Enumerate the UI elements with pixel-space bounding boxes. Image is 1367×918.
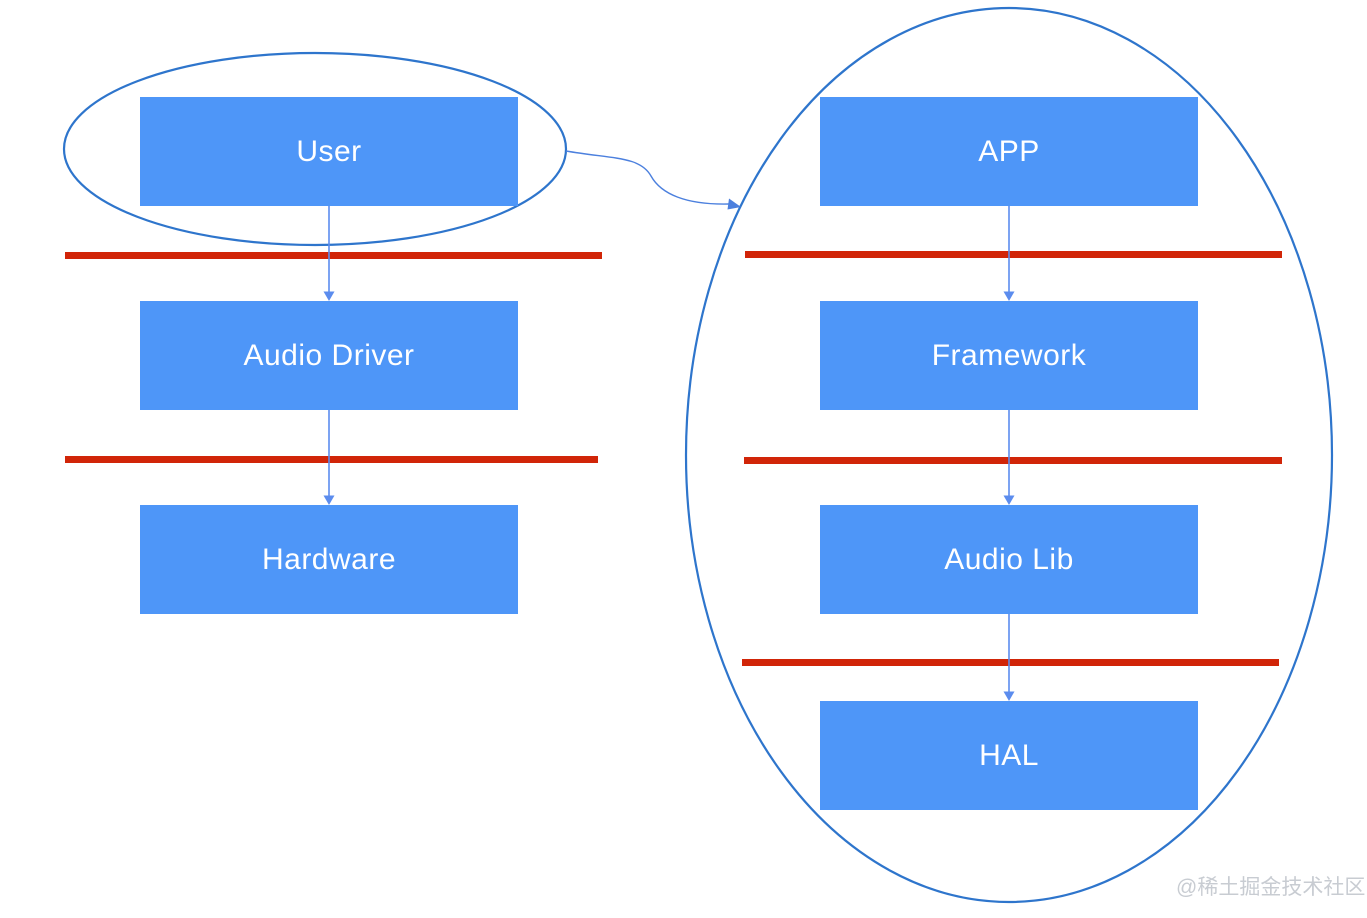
- separator-line: [65, 252, 602, 259]
- arrow-app-to-framework: [1003, 206, 1015, 301]
- arrow-audio-lib-to-hal: [1003, 614, 1015, 701]
- box-app: APP: [820, 97, 1198, 206]
- box-hal: HAL: [820, 701, 1198, 810]
- separator-line: [65, 456, 598, 463]
- watermark: @稀土掘金技术社区: [1176, 876, 1366, 899]
- arrow-audio-driver-to-hardware: [323, 409, 335, 505]
- arrow-user-to-audio-driver: [323, 206, 335, 301]
- box-audio-driver: Audio Driver: [140, 301, 518, 410]
- user-space-ellipse: [62, 51, 568, 247]
- arrow-user-ellipse-to-android-ellipse: [565, 150, 741, 210]
- separator-line: [744, 457, 1282, 464]
- box-audio-lib: Audio Lib: [820, 505, 1198, 614]
- box-user: User: [140, 97, 518, 206]
- box-hardware: Hardware: [140, 505, 518, 614]
- box-framework: Framework: [820, 301, 1198, 410]
- separator-line: [745, 251, 1282, 258]
- arrow-framework-to-audio-lib: [1003, 409, 1015, 505]
- android-stack-ellipse: [684, 6, 1334, 904]
- separator-line: [742, 659, 1279, 666]
